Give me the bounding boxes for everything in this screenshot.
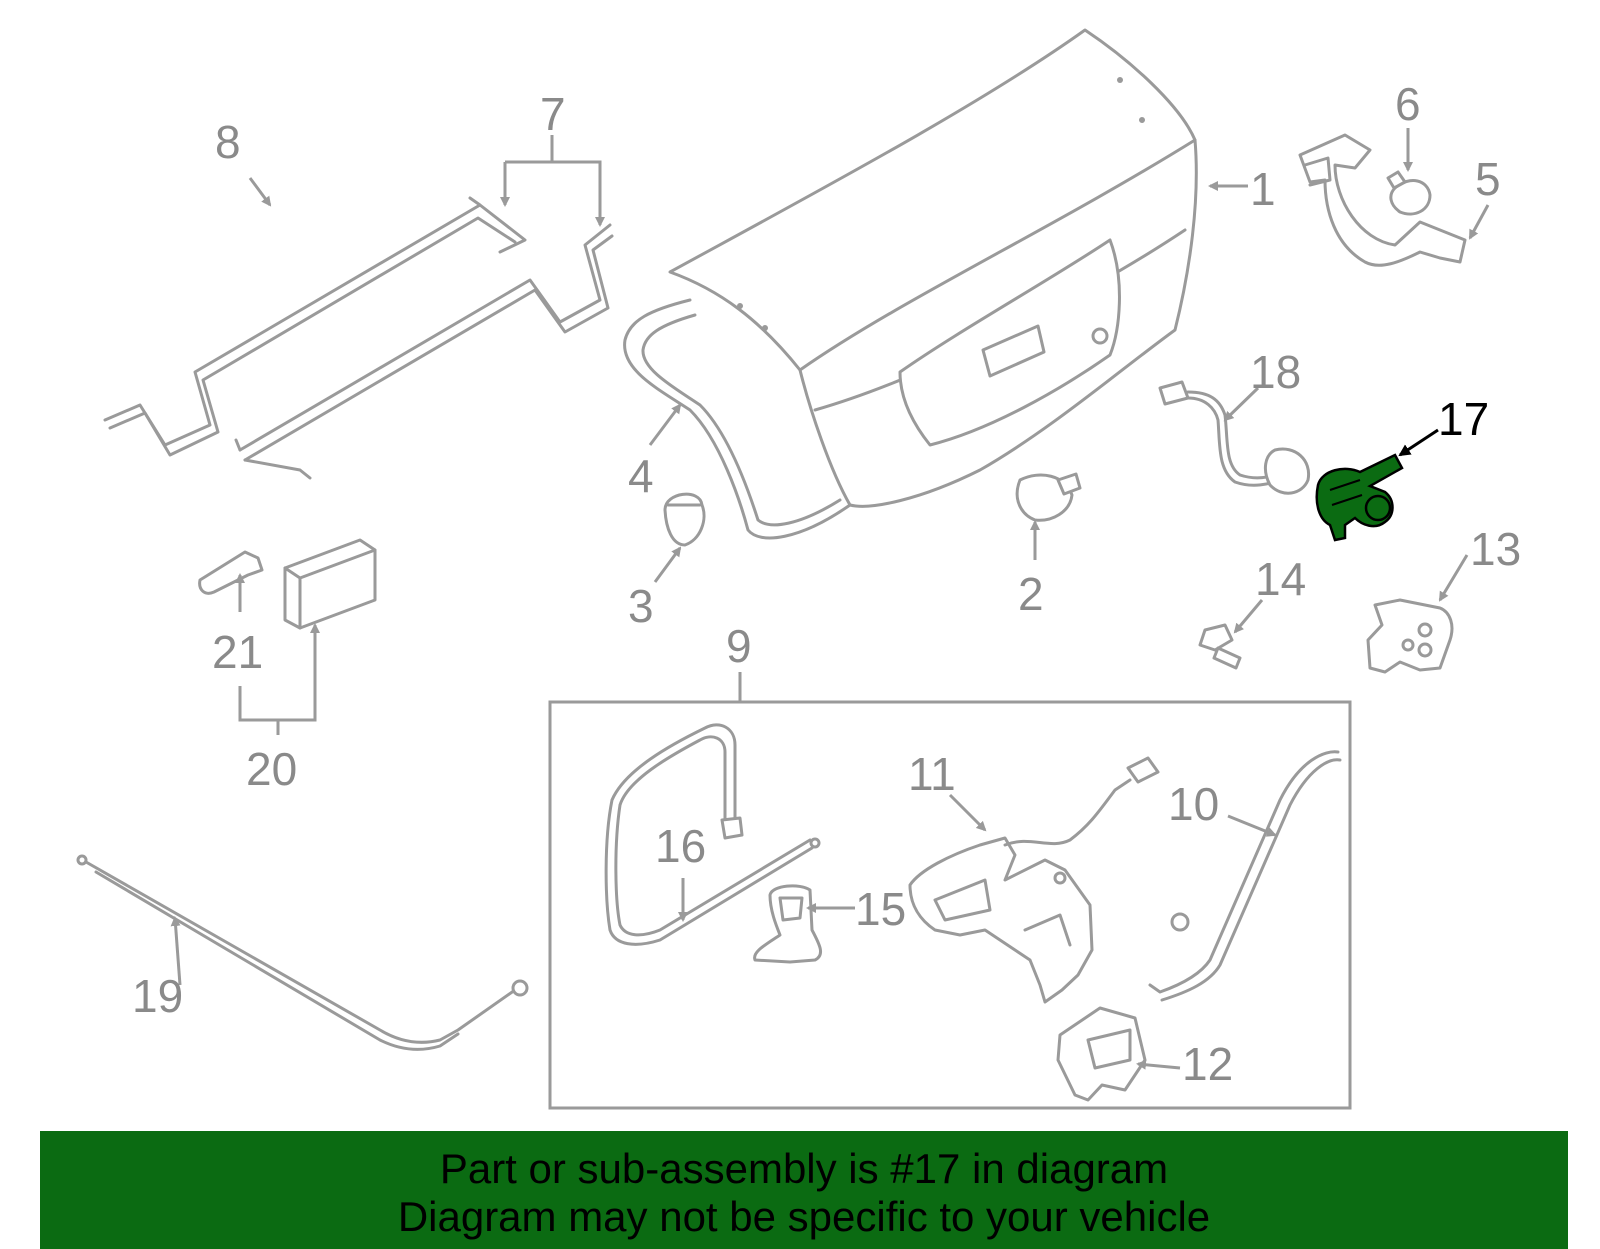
latch-release-cable[interactable] <box>604 723 821 946</box>
callout-17: 17 <box>1438 393 1489 445</box>
callout-9: 9 <box>726 620 752 672</box>
lamp-harness[interactable] <box>1158 380 1311 495</box>
lid-bumper[interactable] <box>663 492 706 547</box>
callout-15: 15 <box>855 883 906 935</box>
callout-4: 4 <box>628 450 654 502</box>
callout-3: 3 <box>628 580 654 632</box>
callout-19: 19 <box>132 970 183 1022</box>
mounting-bolt[interactable] <box>1198 623 1242 670</box>
callout-5: 5 <box>1475 153 1501 205</box>
rubber-bumper[interactable] <box>1015 472 1082 522</box>
callout-6: 6 <box>1395 78 1421 130</box>
banner-line-1: Part or sub-assembly is #17 in diagram <box>439 1145 1169 1192</box>
lock-rod[interactable] <box>1148 750 1342 1002</box>
trunk-lid[interactable] <box>668 28 1198 508</box>
trunk-weatherstrip[interactable] <box>623 298 852 540</box>
hinge-bumper[interactable] <box>1386 170 1432 216</box>
tool-kit-pouch[interactable] <box>283 538 377 630</box>
callout-10: 10 <box>1168 778 1219 830</box>
latch-assembly-box <box>548 700 1352 1110</box>
callout-18: 18 <box>1250 346 1301 398</box>
support-rod[interactable] <box>165 145 378 275</box>
callout-11: 11 <box>908 748 956 800</box>
tool-kit-pin[interactable] <box>198 550 264 595</box>
release-cable[interactable] <box>76 854 529 1051</box>
latch-cover[interactable] <box>1056 1006 1147 1102</box>
release-handle[interactable] <box>753 884 823 964</box>
striker-plate[interactable] <box>1366 598 1454 674</box>
callout-21: 21 <box>212 626 263 678</box>
leader-lines <box>170 128 1490 1070</box>
lock-cylinder-highlighted[interactable] <box>1315 453 1404 542</box>
callout-13: 13 <box>1470 523 1521 575</box>
callout-2: 2 <box>1018 568 1044 620</box>
callout-1: 1 <box>1250 163 1276 215</box>
trunk-latch[interactable] <box>908 756 1160 1004</box>
torsion-bars[interactable] <box>103 196 614 480</box>
banner-line-2: Diagram may not be specific to your vehi… <box>397 1193 1211 1240</box>
callout-14: 14 <box>1255 553 1306 605</box>
callout-16: 16 <box>655 820 706 872</box>
trunk-hinge[interactable] <box>1298 133 1467 267</box>
callout-7: 7 <box>540 88 566 140</box>
callout-8: 8 <box>215 116 241 168</box>
callout-20: 20 <box>246 743 297 795</box>
callout-12: 12 <box>1182 1038 1233 1090</box>
info-banner: Part or sub-assembly is #17 in diagram D… <box>40 1131 1568 1249</box>
